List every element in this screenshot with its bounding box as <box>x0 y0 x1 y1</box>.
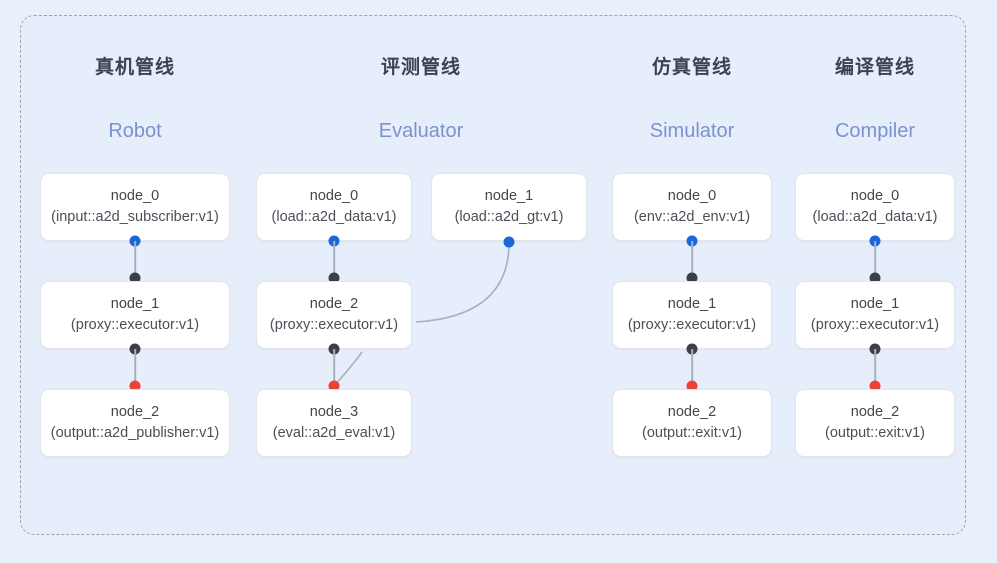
node-type-label: (output::exit:v1) <box>825 425 925 441</box>
node-card[interactable]: node_3 (eval::a2d_eval:v1) <box>256 389 412 457</box>
column-subtitle-compiler: Compiler <box>834 120 916 142</box>
port-input-dark[interactable] <box>869 272 881 284</box>
pipeline-column-simulator: 仿真管线 Simulator <box>612 55 772 144</box>
node-card[interactable]: node_1 (proxy::executor:v1) <box>40 281 230 349</box>
edge-connector <box>874 241 876 278</box>
node-card[interactable]: node_2 (proxy::executor:v1) <box>256 281 412 349</box>
port-input-red[interactable] <box>328 380 340 392</box>
port-output-blue[interactable] <box>503 236 515 248</box>
node-card[interactable]: node_2 (output::a2d_publisher:v1) <box>40 389 230 457</box>
node-type-label: (output::a2d_publisher:v1) <box>50 425 220 441</box>
node-type-label: (env::a2d_env:v1) <box>633 209 751 225</box>
node-type-label: (proxy::executor:v1) <box>810 317 940 333</box>
node-id-label: node_0 <box>850 188 900 204</box>
column-title-robot: 真机管线 <box>94 57 175 78</box>
node-id-label: node_1 <box>667 296 717 312</box>
edge-connector <box>874 349 876 386</box>
node-card[interactable]: node_2 (output::exit:v1) <box>795 389 955 457</box>
node-id-label: node_2 <box>667 404 717 420</box>
edge-connector <box>691 241 693 278</box>
pipeline-column-evaluator: 评测管线 Evaluator <box>256 55 586 144</box>
column-subtitle-simulator: Simulator <box>649 120 735 142</box>
edge-connector <box>333 241 335 278</box>
node-card[interactable]: node_1 (load::a2d_gt:v1) <box>431 173 587 241</box>
port-input-red[interactable] <box>129 380 141 392</box>
edge-connector <box>333 349 335 386</box>
node-type-label: (input::a2d_subscriber:v1) <box>51 209 219 225</box>
node-id-label: node_3 <box>309 404 359 420</box>
column-subtitle-robot: Robot <box>108 120 162 142</box>
node-id-label: node_0 <box>667 188 717 204</box>
node-card[interactable]: node_1 (proxy::executor:v1) <box>795 281 955 349</box>
pipeline-column-compiler: 编译管线 Compiler <box>795 55 955 144</box>
node-id-label: node_2 <box>110 404 160 420</box>
node-id-label: node_0 <box>309 188 359 204</box>
port-input-dark[interactable] <box>328 272 340 284</box>
node-card[interactable]: node_1 (proxy::executor:v1) <box>612 281 772 349</box>
pipeline-column-robot: 真机管线 Robot <box>40 55 230 144</box>
node-type-label: (proxy::executor:v1) <box>627 317 757 333</box>
column-title-simulator: 仿真管线 <box>651 57 732 78</box>
port-input-red[interactable] <box>686 380 698 392</box>
port-input-red[interactable] <box>869 380 881 392</box>
node-card[interactable]: node_0 (input::a2d_subscriber:v1) <box>40 173 230 241</box>
node-card[interactable]: node_0 (env::a2d_env:v1) <box>612 173 772 241</box>
node-id-label: node_1 <box>110 296 160 312</box>
node-type-label: (load::a2d_data:v1) <box>812 209 938 225</box>
node-id-label: node_0 <box>110 188 160 204</box>
node-type-label: (eval::a2d_eval:v1) <box>272 425 396 441</box>
node-type-label: (load::a2d_data:v1) <box>271 209 397 225</box>
node-type-label: (proxy::executor:v1) <box>70 317 200 333</box>
node-card[interactable]: node_0 (load::a2d_data:v1) <box>256 173 412 241</box>
node-type-label: (proxy::executor:v1) <box>269 317 399 333</box>
node-type-label: (load::a2d_gt:v1) <box>454 209 564 225</box>
node-id-label: node_1 <box>484 188 534 204</box>
edge-connector <box>691 349 693 386</box>
edge-connector <box>134 349 136 386</box>
node-card[interactable]: node_2 (output::exit:v1) <box>612 389 772 457</box>
node-type-label: (output::exit:v1) <box>642 425 742 441</box>
port-input-dark[interactable] <box>129 272 141 284</box>
column-title-evaluator: 评测管线 <box>380 57 461 78</box>
column-subtitle-evaluator: Evaluator <box>378 120 464 142</box>
edge-connector <box>134 241 136 278</box>
node-card[interactable]: node_0 (load::a2d_data:v1) <box>795 173 955 241</box>
node-id-label: node_2 <box>850 404 900 420</box>
node-id-label: node_1 <box>850 296 900 312</box>
port-input-dark[interactable] <box>686 272 698 284</box>
node-id-label: node_2 <box>309 296 359 312</box>
column-title-compiler: 编译管线 <box>834 57 915 78</box>
